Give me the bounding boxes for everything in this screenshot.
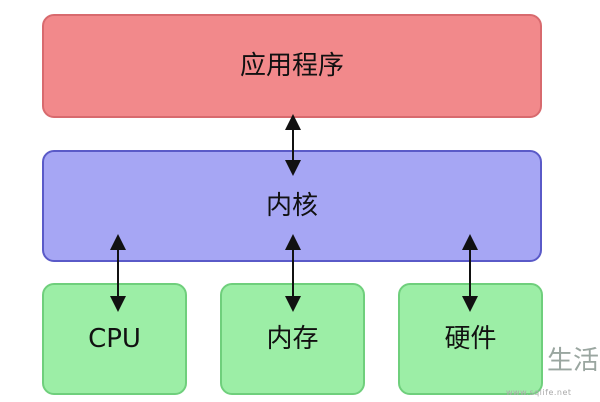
hardware-label: 硬件 bbox=[444, 324, 497, 354]
application-layer-box: 应用程序 bbox=[42, 14, 542, 118]
cpu-label: CPU bbox=[88, 324, 141, 354]
application-label: 应用程序 bbox=[239, 51, 344, 81]
memory-label: 内存 bbox=[266, 324, 319, 354]
watermark-text: 生活 bbox=[547, 346, 600, 376]
watermark-url: www.sqlife.net bbox=[506, 388, 572, 397]
kernel-label: 内核 bbox=[265, 191, 318, 221]
